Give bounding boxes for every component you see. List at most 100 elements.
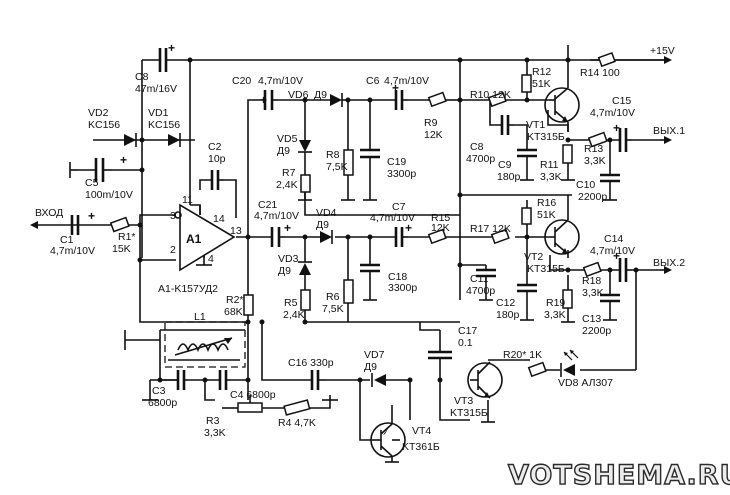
r7-label: R7 — [282, 167, 296, 179]
vd2-type: KC156 — [88, 119, 120, 131]
c6-label: C6 — [366, 75, 380, 87]
junction-dots — [137, 57, 639, 383]
pin3: 3 — [170, 210, 176, 222]
out2-label: ВЫХ.2 — [653, 257, 685, 269]
output1-arrow — [664, 136, 672, 144]
c18-value: 3300p — [388, 282, 417, 294]
c15-value: 4,7m/10V — [590, 107, 635, 119]
r13-value: 3,3K — [584, 155, 606, 167]
r11-value: 3,3K — [540, 171, 562, 183]
c11-label: C11 — [470, 273, 489, 285]
transistors — [370, 87, 580, 458]
vt2-type: KT315Б — [527, 263, 565, 275]
c5-value: 100m/10V — [85, 189, 133, 201]
ground-symbols — [69, 139, 668, 463]
vt2-label: VT2 — [524, 251, 543, 263]
pin13: 13 — [230, 225, 242, 237]
c19-label: C19 — [387, 156, 406, 168]
terminals — [30, 56, 672, 274]
c13-value: 2200p — [582, 325, 611, 337]
r16-label: R16 — [537, 197, 556, 209]
r4-label: R4 4,7K — [278, 417, 316, 429]
c17-value: 0.1 — [458, 337, 473, 349]
site-watermark: VOTSHEMA.RU — [508, 460, 730, 491]
r9-label: R9 — [424, 117, 438, 129]
vt3-type: KT315Б — [450, 407, 488, 419]
c12-label: C12 — [496, 297, 515, 309]
c19-value: 3300p — [387, 168, 416, 180]
r9-value: 12K — [424, 129, 443, 141]
vd7-label: VD7 — [364, 349, 385, 361]
c6-value: 4,7m/10V — [384, 75, 429, 87]
c21-value: 4,7m/10V — [254, 210, 299, 222]
c1-plus: + — [88, 209, 95, 223]
op-amp-a1 — [174, 203, 236, 272]
c5-label: C5 — [85, 177, 99, 189]
c1-value: 4,7m/10V — [50, 245, 95, 257]
r17-label: R17 12K — [470, 223, 511, 235]
c8-value: 47m/16V — [135, 83, 177, 95]
c6-plus: + — [392, 81, 399, 95]
r20-label: R20* 1K — [503, 349, 542, 361]
c20-label: C20 — [232, 75, 251, 87]
vt3-label: VT3 — [454, 395, 473, 407]
c7-plus: + — [405, 221, 412, 235]
c3-value: 6800p — [148, 397, 177, 409]
resistors — [109, 51, 616, 416]
r1-value: 15K — [112, 243, 131, 255]
out1-label: ВЫХ.1 — [653, 125, 685, 137]
c7-label: C7 — [392, 201, 406, 213]
vd3-type: Д9 — [278, 265, 291, 277]
r5-label: R5 — [284, 297, 298, 309]
r15-value: 12K — [431, 222, 450, 234]
c14-plus: + — [613, 249, 620, 263]
r2-value: 68K — [224, 306, 243, 318]
l1-label: L1 — [194, 311, 206, 323]
a1-label: A1 — [186, 232, 202, 246]
c15-label: C15 — [612, 95, 631, 107]
input-arrow — [30, 221, 38, 229]
c18-label: C18 — [388, 271, 407, 283]
pin14: 14 — [213, 213, 225, 225]
vd3-label: VD3 — [278, 253, 299, 265]
vd7-type: Д9 — [364, 361, 377, 373]
input-label: ВХОД — [35, 207, 63, 219]
c9-label: C9 — [498, 159, 512, 171]
c14-label: C14 — [604, 233, 623, 245]
r19-label: R19 — [546, 297, 565, 309]
pin4: 4 — [208, 253, 214, 265]
r10-label: R10 12K — [470, 89, 511, 101]
c7-value: 4,7m/10V — [370, 212, 415, 224]
c2-value: 10p — [208, 153, 226, 165]
vd1-label: VD1 — [148, 107, 169, 119]
r11-label: R11 — [540, 159, 559, 171]
vd4-type: Д9 — [316, 219, 329, 231]
r2-label: R2* — [226, 294, 244, 306]
r3-label: R3 — [206, 415, 220, 427]
r18-label: R18 — [582, 275, 601, 287]
c20-value: 4,7m/10V — [258, 75, 303, 87]
c12-value: 180p — [496, 309, 520, 321]
r5-value: 2,4K — [283, 309, 305, 321]
r3-value: 3,3K — [204, 427, 226, 439]
vd4-label: VD4 — [316, 207, 337, 219]
r8-label: R8 — [326, 149, 340, 161]
c4-label: C4 6800p — [230, 389, 276, 401]
pin2: 2 — [170, 244, 176, 256]
c17-label: C17 — [458, 325, 477, 337]
vd5-label: VD5 — [277, 133, 298, 145]
inductor-l1 — [164, 321, 246, 368]
c21-plus: + — [284, 221, 291, 235]
r18-value: 3,3K — [582, 287, 604, 299]
r7-value: 2,4K — [276, 179, 298, 191]
c8-plus: + — [168, 41, 175, 55]
c11-value: 4700p — [466, 285, 495, 297]
vd8-label: VD8 АЛ307 — [558, 377, 613, 389]
supply-label: +15V — [650, 45, 675, 57]
c8b-label: C8 — [470, 141, 484, 153]
c9-value: 180p — [497, 171, 521, 183]
r1-label: R1* — [118, 231, 136, 243]
vt1-label: VT1 — [526, 119, 545, 131]
c2-label: C2 — [208, 141, 222, 153]
c13-label: C13 — [582, 313, 601, 325]
